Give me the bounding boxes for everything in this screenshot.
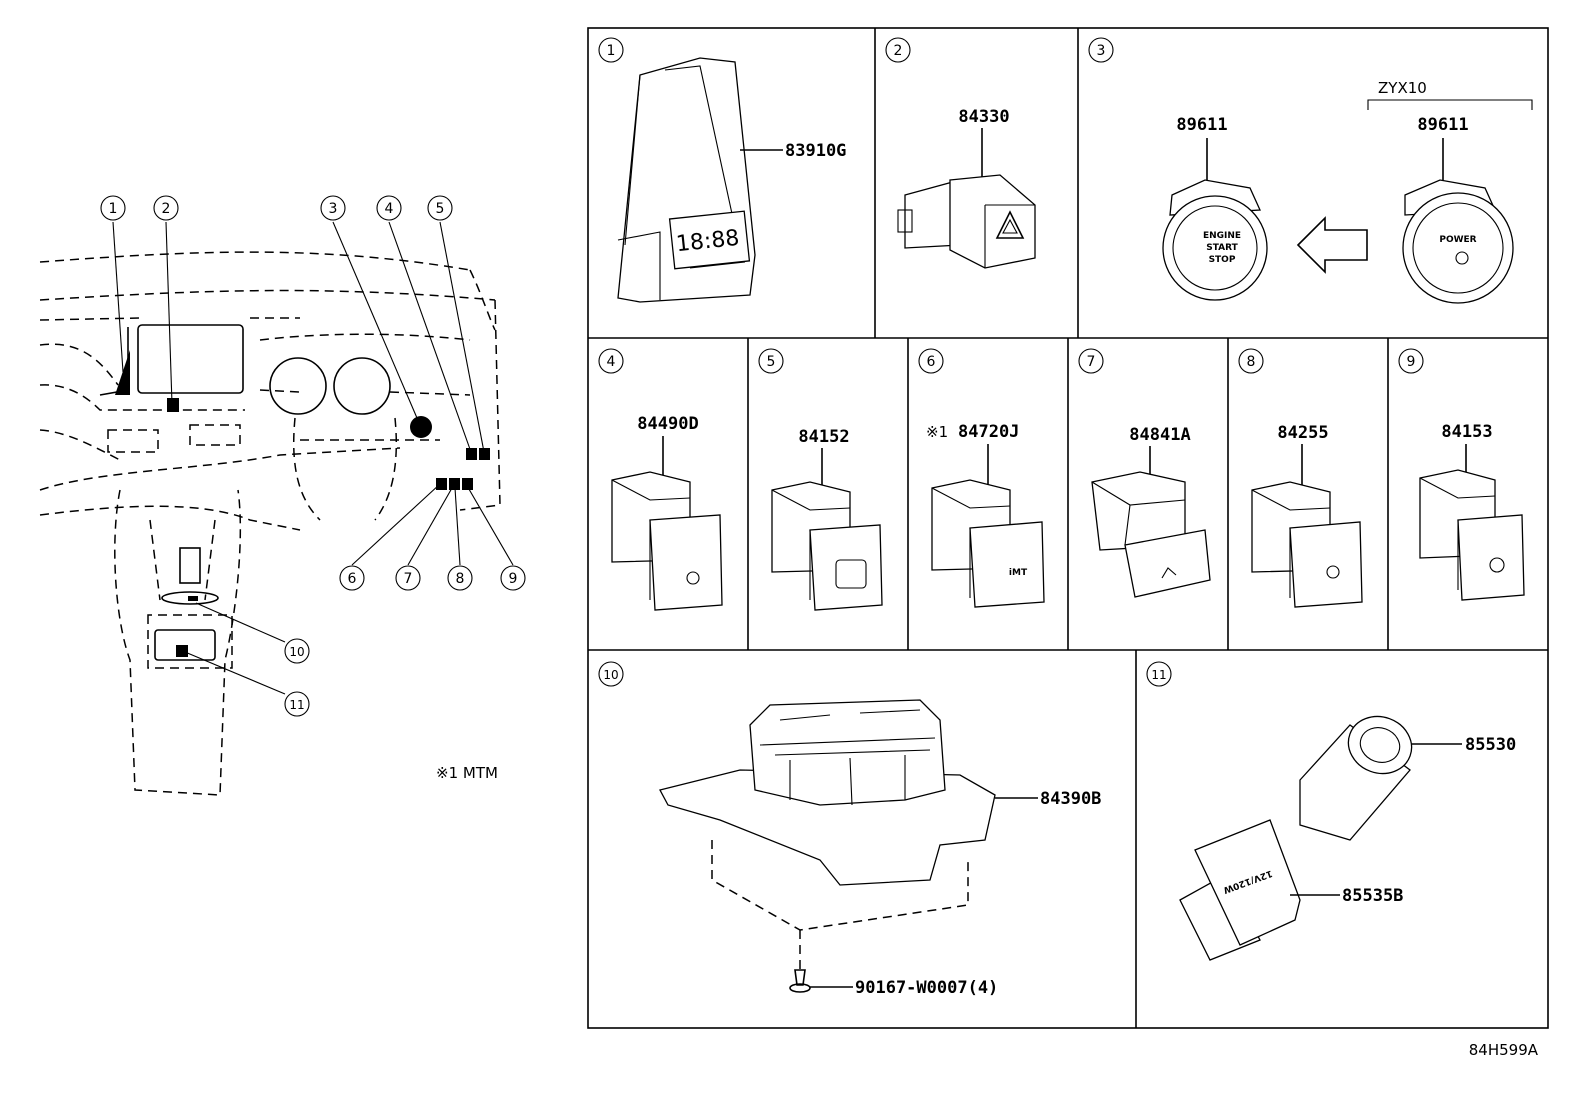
panel-number: 10 [603,668,618,682]
locator-callout: 8 [447,565,473,591]
svg-text:11: 11 [289,698,304,712]
panel-10-switch-assembly: 10 84390B 90167-W0007(4) [598,661,1101,998]
part-number-89611-right: 89611 [1417,115,1468,135]
part-number-85535B: 85535B [1342,886,1403,906]
svg-text:8: 8 [456,571,465,587]
panel-number: 6 [927,354,936,370]
panel-1-clock: 1 18:88 83910G [598,37,846,303]
locator-callout: 5 [427,195,453,221]
diagram-code: 84H599A [1469,1041,1539,1059]
variant-label: ZYX10 [1378,79,1427,97]
panel-8-switch: 8 84255 [1238,348,1363,608]
locator-callout: 3 [320,195,346,221]
engine-start-stop-label-2: START [1206,243,1238,253]
panel-number: 5 [767,354,776,370]
svg-text:2: 2 [162,201,171,217]
panel-6-switch: 6 ※1 84720J iMT [918,348,1045,608]
locator-callout: 2 [153,195,179,221]
part-number-84490D: 84490D [637,414,698,434]
svg-text:7: 7 [404,571,413,587]
part-number-84390B: 84390B [1040,789,1101,809]
panel-number: 8 [1247,354,1256,370]
svg-text:9: 9 [509,571,518,587]
footnote-marker: ※1 [926,423,948,441]
part-number-83910G: 83910G [785,141,846,161]
switch-icon [686,571,700,585]
panel-11-power-outlet: 11 85530 12V/120W 85535B [1146,661,1516,961]
panel-number: 11 [1151,668,1166,682]
svg-text:5: 5 [436,201,445,217]
panel-2-hazard-switch: 2 84330 [885,37,1036,269]
part-number-89611-left: 89611 [1176,115,1227,135]
imt-label: iMT [1009,568,1028,578]
panel-7-switch: 7 84841A [1078,348,1211,598]
locator-callout: 7 [395,565,421,591]
part-number-84720J: 84720J [958,422,1019,442]
engine-start-stop-label-3: STOP [1209,255,1236,265]
panel-number: 4 [607,354,616,370]
panel-number: 1 [607,43,616,59]
power-icon [1455,251,1469,265]
switch-icon [1326,565,1340,579]
panel-number: 9 [1407,354,1416,370]
vehicle-locator-view: 1 2 3 4 5 6 7 8 9 10 11 ※1 MTM [39,195,526,796]
panel-number: 3 [1097,43,1106,59]
panel-3-start-switch: 3 ZYX10 89611 89611 ENGINE START STOP PO… [1088,37,1533,304]
locator-callout: 9 [500,565,526,591]
svg-text:6: 6 [348,571,357,587]
part-number-84153: 84153 [1441,422,1492,442]
locator-callout: 11 [284,691,310,717]
panel-4-switch: 4 84490D [598,348,723,611]
footnote-mtm: ※1 MTM [436,764,498,782]
svg-text:10: 10 [289,645,304,659]
svg-text:1: 1 [109,201,118,217]
engine-start-stop-label-1: ENGINE [1203,231,1241,241]
panel-9-switch: 9 84153 [1398,348,1525,601]
power-label: POWER [1439,235,1476,245]
svg-text:4: 4 [385,201,394,217]
arrow-left-icon [1296,216,1368,274]
switch-icon [1161,567,1177,579]
part-number-84841A: 84841A [1129,425,1190,445]
locator-callout: 10 [284,638,310,664]
locator-callout: 1 [100,195,126,221]
parts-grid [587,27,1549,1029]
part-number-85530: 85530 [1465,735,1516,755]
part-number-90167-W0007: 90167-W0007(4) [855,978,998,998]
switch-icon [835,559,867,589]
locator-callout: 6 [339,565,365,591]
panel-number: 2 [894,43,903,59]
part-number-84330: 84330 [958,107,1009,127]
panel-number: 7 [1087,354,1096,370]
part-number-84255: 84255 [1277,423,1328,443]
locator-callout: 4 [376,195,402,221]
panel-5-switch: 5 84152 [758,348,883,611]
part-number-84152: 84152 [798,427,849,447]
svg-text:3: 3 [329,201,338,217]
switch-icon [1489,557,1505,573]
